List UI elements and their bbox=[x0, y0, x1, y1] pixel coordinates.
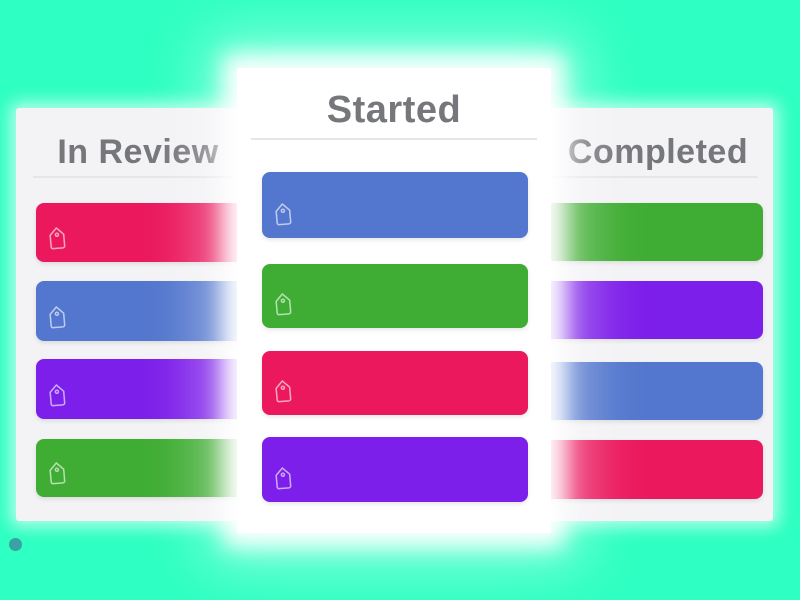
column-title-started: Started bbox=[326, 89, 462, 131]
tag-icon bbox=[49, 227, 66, 250]
column-title-in-review: In Review bbox=[57, 133, 219, 171]
card-completed-2[interactable] bbox=[545, 281, 763, 339]
tag-icon bbox=[275, 293, 292, 316]
column-started: Started bbox=[237, 68, 551, 533]
tag-icon bbox=[49, 306, 66, 329]
column-divider-completed bbox=[546, 176, 758, 178]
decorative-dot bbox=[9, 538, 22, 551]
card-completed-3[interactable] bbox=[545, 362, 763, 420]
tag-icon bbox=[49, 462, 66, 485]
tag-icon bbox=[275, 467, 292, 490]
card-started-4[interactable] bbox=[262, 437, 528, 502]
tag-icon bbox=[275, 203, 292, 226]
tag-icon bbox=[49, 384, 66, 407]
card-in-review-1[interactable] bbox=[36, 203, 252, 262]
card-in-review-4[interactable] bbox=[36, 439, 252, 497]
card-started-2[interactable] bbox=[262, 264, 528, 328]
card-completed-1[interactable] bbox=[545, 203, 763, 261]
card-in-review-2[interactable] bbox=[36, 281, 252, 341]
card-started-1[interactable] bbox=[262, 172, 528, 238]
card-in-review-3[interactable] bbox=[36, 359, 252, 419]
card-completed-4[interactable] bbox=[545, 440, 763, 499]
column-divider-in-review bbox=[33, 176, 251, 178]
card-started-3[interactable] bbox=[262, 351, 528, 415]
column-title-completed: Completed bbox=[567, 133, 749, 171]
tag-icon bbox=[275, 380, 292, 403]
column-divider-started bbox=[251, 138, 537, 140]
